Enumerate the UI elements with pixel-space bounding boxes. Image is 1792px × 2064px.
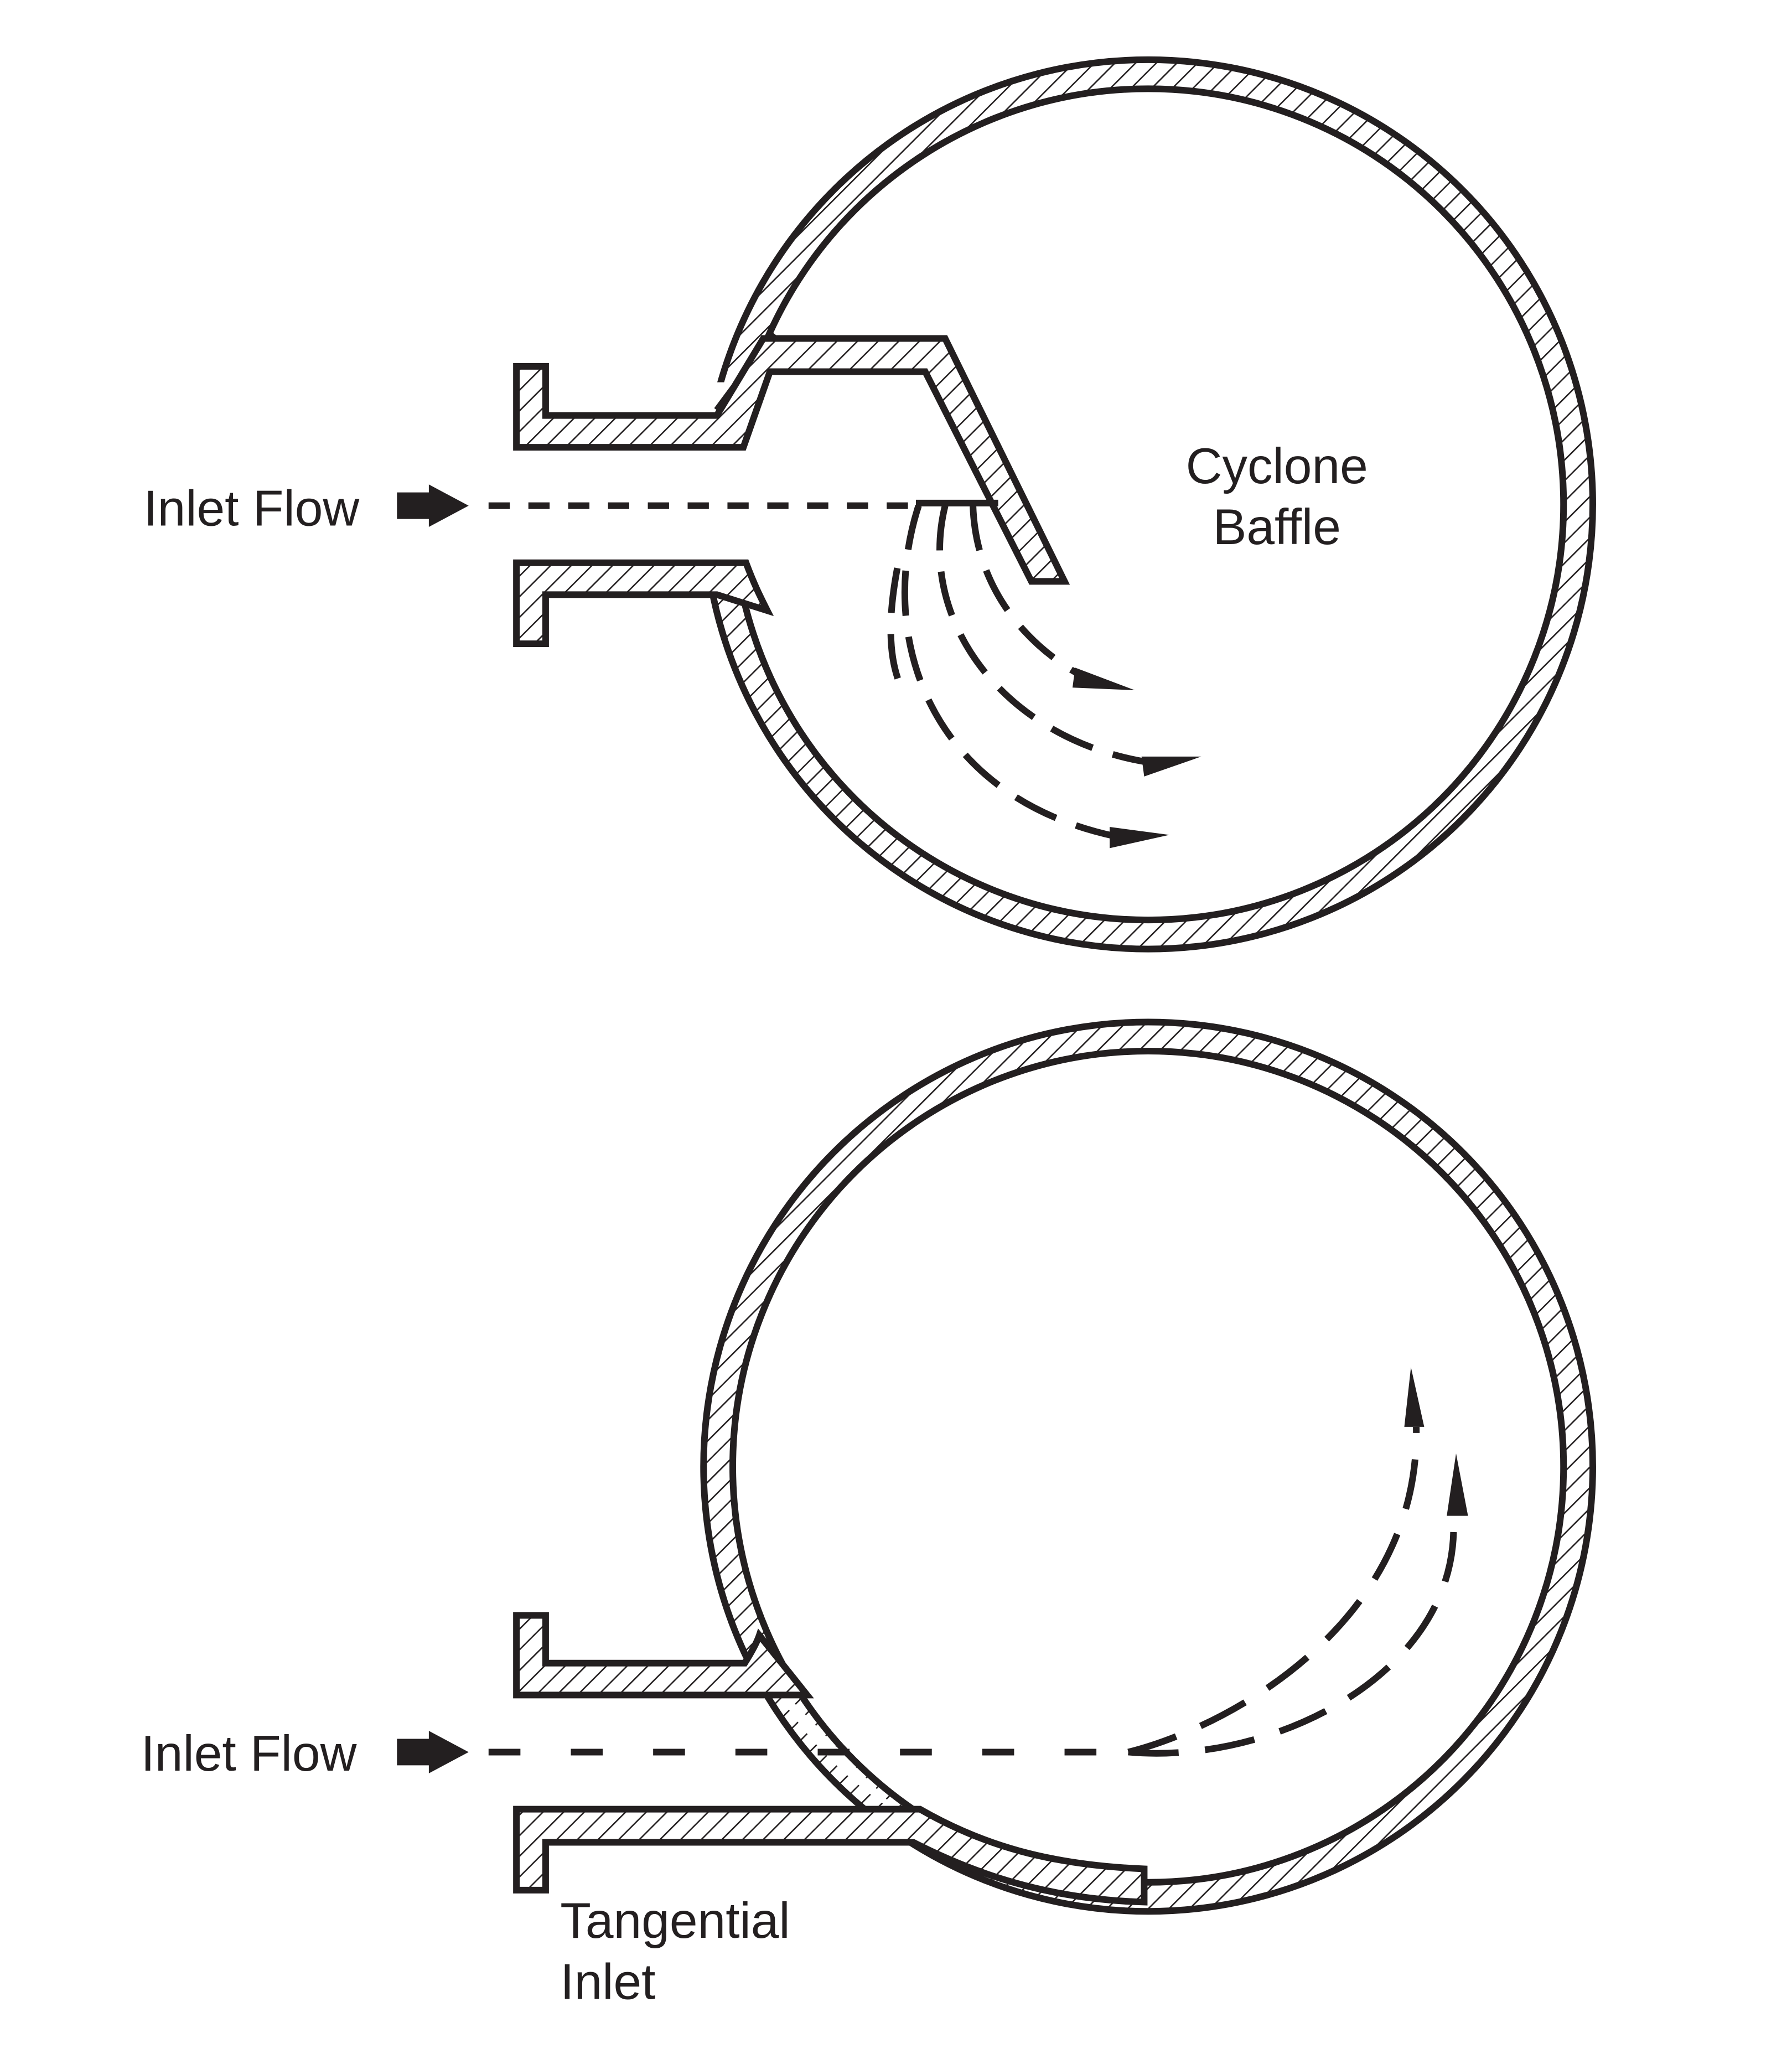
tangential-flange-lower	[513, 1806, 1148, 1906]
swirl-line-mid	[936, 505, 1156, 767]
device-label-line1: Cyclone	[1186, 438, 1368, 494]
inlet-flow-arrow	[397, 484, 469, 527]
inlet-flow-arrow-2	[397, 1731, 469, 1773]
figure-tangential-inlet: Inlet Flow Tangential Inlet	[141, 1018, 1596, 2010]
swirl-line-outer	[901, 504, 1116, 840]
tangential-arrowhead-1	[1404, 1367, 1425, 1427]
swirl-arrowhead-2	[1141, 756, 1201, 777]
swirl-arrowhead-3	[1110, 826, 1170, 849]
swirl-line-inner	[970, 505, 1090, 683]
inlet-flange-upper	[513, 335, 1070, 585]
device-label-line2-2: Inlet	[560, 1954, 655, 2010]
tangential-arrowhead-2	[1447, 1453, 1468, 1516]
tangential-flow-line-inner	[1127, 1426, 1420, 1756]
inlet-flow-label: Inlet Flow	[143, 481, 360, 537]
vessel-wall-bottom	[700, 1018, 1596, 1915]
figure-cyclone-baffle: Inlet Flow Cyclone Baffle	[143, 56, 1596, 953]
tangential-flange-upper	[513, 1612, 814, 1699]
swirl-arrowhead-1	[1072, 668, 1135, 690]
inlet-flange-lower	[513, 559, 774, 648]
device-label-line1-2: Tangential	[560, 1893, 790, 1949]
tangential-flow-line-outer	[1128, 1519, 1457, 1757]
inlet-flow-label-2: Inlet Flow	[141, 1726, 357, 1782]
swirl-line-far	[887, 567, 906, 692]
vessel-wall-top	[700, 56, 1596, 953]
device-label-line2: Baffle	[1213, 499, 1341, 555]
